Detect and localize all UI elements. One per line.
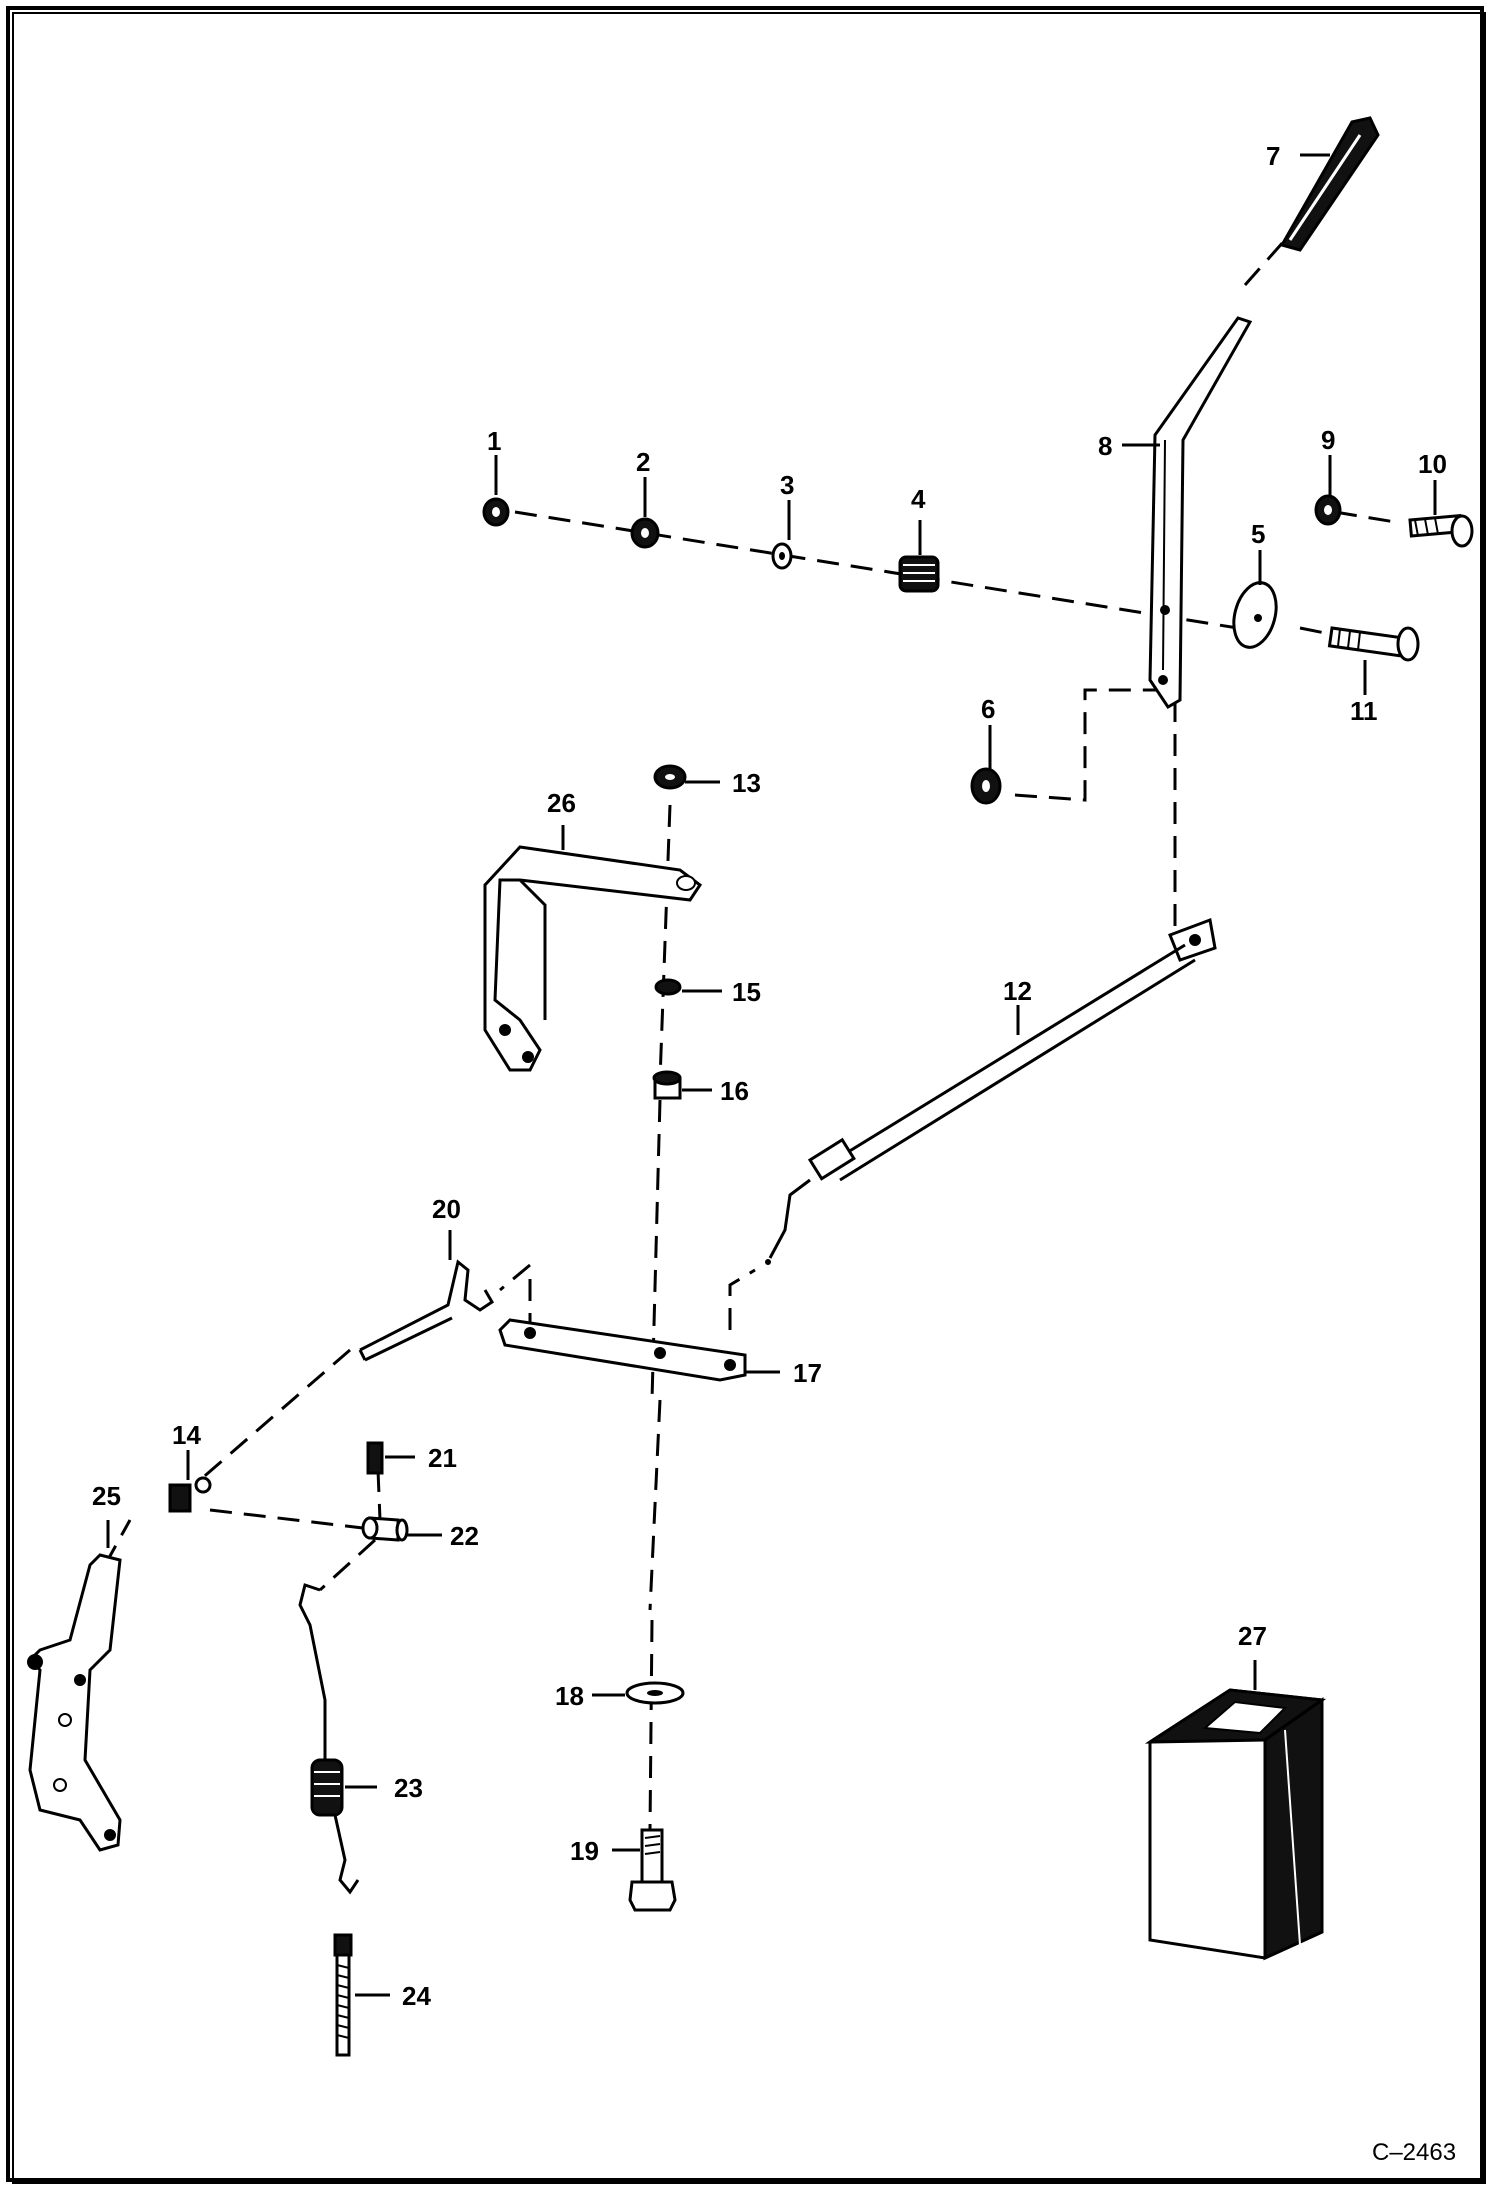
part-8-lever (1148, 316, 1253, 710)
part-9-nut (1314, 494, 1342, 526)
callout-16: 16 (720, 1076, 749, 1106)
part-19-bolt (628, 1828, 677, 1912)
part-5-disc (1232, 581, 1278, 649)
callout-20: 20 (432, 1194, 461, 1224)
callout-23: 23 (394, 1773, 423, 1803)
part-6-nut (970, 767, 1002, 805)
part-22-pin (361, 1516, 409, 1542)
part-3-washer (771, 542, 793, 570)
callout-11: 11 (1350, 696, 1378, 726)
part-16-bushing (652, 1070, 682, 1100)
part-4-spring (898, 555, 940, 593)
callout-21: 21 (428, 1443, 457, 1473)
part-13-nut (653, 764, 687, 790)
callout-22: 22 (450, 1521, 479, 1551)
part-12-link-rod (765, 917, 1217, 1265)
callout-15: 15 (732, 977, 761, 1007)
callout-8: 8 (1098, 431, 1112, 461)
callout-5: 5 (1251, 519, 1265, 549)
assembly-lines (103, 239, 1396, 1831)
part-27-battery (1144, 1688, 1327, 1961)
callout-6: 6 (981, 694, 995, 724)
callout-9: 9 (1321, 425, 1335, 455)
part-25-bracket (27, 1553, 122, 1852)
inner-border (12, 12, 1486, 2184)
part-18-washer (625, 1681, 685, 1705)
part-26-bracket (483, 845, 703, 1072)
callout-13: 13 (732, 768, 761, 798)
callout-10: 10 (1418, 449, 1447, 479)
part-10-bolt (1408, 514, 1474, 548)
callout-19: 19 (570, 1836, 599, 1866)
part-15-washer (654, 978, 682, 996)
callout-25: 25 (92, 1481, 121, 1511)
callout-18: 18 (555, 1681, 584, 1711)
part-14-block (168, 1476, 212, 1513)
callout-1: 1 (487, 426, 501, 456)
callout-2: 2 (636, 447, 650, 477)
callout-14: 14 (172, 1420, 201, 1450)
callout-7: 7 (1266, 141, 1280, 171)
part-21-pin (366, 1441, 384, 1475)
part-23-spring (298, 1583, 360, 1895)
callout-17: 17 (793, 1358, 822, 1388)
callout-12: 12 (1003, 976, 1032, 1006)
callout-4: 4 (911, 484, 926, 514)
callout-3: 3 (780, 470, 794, 500)
part-20-rod (358, 1259, 495, 1362)
drawing-code: C–2463 (1372, 2139, 1456, 2166)
part-11-bolt (1327, 626, 1420, 662)
callout-26: 26 (547, 788, 576, 818)
callout-labels: 1 2 3 4 5 6 7 8 9 10 11 12 13 14 15 16 1… (92, 141, 1447, 2011)
part-7-grip (1279, 116, 1380, 252)
callout-leaders (106, 153, 1437, 1997)
part-17-plate (498, 1318, 747, 1382)
part-2-nut (630, 517, 660, 549)
part-1-nut (482, 497, 510, 527)
part-24-eyebolt (333, 1933, 353, 2057)
callout-27: 27 (1238, 1621, 1267, 1651)
outer-border (6, 6, 1484, 2182)
callout-24: 24 (402, 1981, 431, 2011)
